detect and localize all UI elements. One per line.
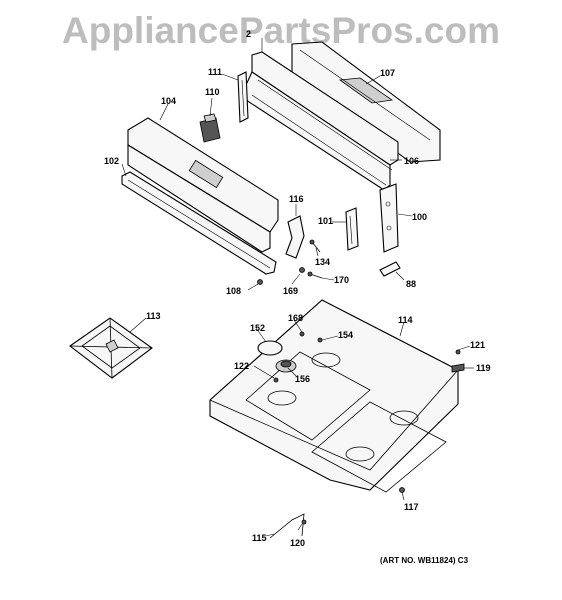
callout-168: 168 <box>288 313 304 323</box>
part-101-bracket <box>345 207 359 251</box>
callout-114: 114 <box>398 315 413 325</box>
callout-117: 117 <box>404 502 419 512</box>
callout-154: 154 <box>338 330 354 340</box>
callout-156: 156 <box>295 374 311 384</box>
leader-lines <box>121 38 474 537</box>
callout-108: 108 <box>226 286 242 296</box>
part-106-backsplash <box>245 51 399 191</box>
callout-152: 152 <box>250 323 266 333</box>
callout-122: 122 <box>234 361 250 371</box>
part-116-bracket <box>285 215 305 259</box>
part-114-cooktop <box>209 299 459 493</box>
callout-102: 102 <box>104 156 120 166</box>
part-170-screw <box>307 271 323 279</box>
callout-107: 107 <box>380 68 396 78</box>
art-number: (ART NO. WB11824) C3 <box>380 556 469 565</box>
watermark-logo: AppliancePartsPros.com <box>62 10 500 51</box>
callout-101: 101 <box>318 216 334 226</box>
part-117-foot <box>399 487 405 493</box>
callout-104: 104 <box>161 96 177 106</box>
callout-113: 113 <box>146 311 161 321</box>
callout-100: 100 <box>412 212 428 222</box>
callout-106: 106 <box>404 156 420 166</box>
callout-121: 121 <box>470 340 486 350</box>
callout-88: 88 <box>406 279 417 289</box>
part-152-burner-cap <box>257 340 283 356</box>
part-168-igniter <box>299 331 305 337</box>
part-119-clip <box>451 363 465 373</box>
part-156-burner-head <box>275 359 297 373</box>
part-154-orifice <box>317 337 323 343</box>
part-134-clip <box>309 239 321 253</box>
callout-110: 110 <box>205 87 220 97</box>
part-88-clip <box>379 261 401 277</box>
callout-119: 119 <box>476 363 491 373</box>
callout-111: 111 <box>208 67 223 77</box>
callout-169: 169 <box>283 286 299 296</box>
callout-170: 170 <box>334 275 350 285</box>
part-102-trim <box>121 171 277 275</box>
part-169-grommet <box>299 267 305 273</box>
part-104-control-panel <box>127 117 279 253</box>
part-108-screw <box>257 279 263 285</box>
callout-top: 2 <box>246 29 252 39</box>
callout-115: 115 <box>252 533 267 543</box>
part-110-switch <box>199 113 221 143</box>
callout-134: 134 <box>315 257 331 267</box>
part-113-grate <box>69 317 153 379</box>
part-121-screw <box>455 349 461 355</box>
callout-116: 116 <box>289 194 304 204</box>
part-122-electrode <box>273 377 279 383</box>
part-111-bracket <box>237 71 249 123</box>
part-115-wire <box>269 513 307 539</box>
part-100-side-bracket <box>379 183 399 253</box>
callout-120: 120 <box>290 538 306 548</box>
